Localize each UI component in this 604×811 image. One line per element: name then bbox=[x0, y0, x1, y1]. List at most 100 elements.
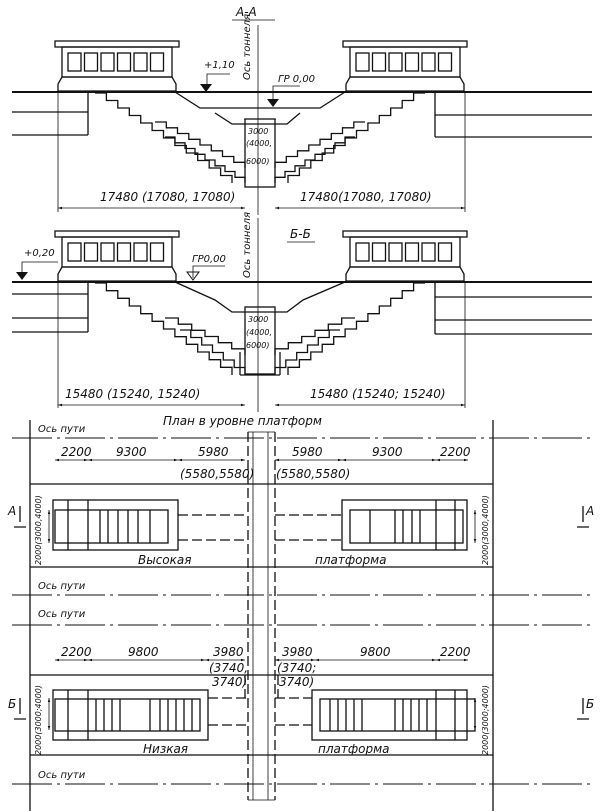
dim-left: 15480 (15240, 15240) bbox=[65, 387, 200, 401]
stair-profile bbox=[95, 282, 233, 375]
plan-frame-lines bbox=[29, 420, 494, 811]
pavilion-right bbox=[342, 230, 468, 282]
elevation-top: +0,20 bbox=[24, 248, 55, 259]
track-bed bbox=[174, 281, 346, 313]
platform-label: Низкая bbox=[143, 742, 188, 756]
pavilion-window bbox=[67, 242, 82, 262]
dim-right: 15480 (15240; 15240) bbox=[310, 387, 446, 401]
track-bed bbox=[174, 91, 346, 125]
pavilion-left bbox=[54, 40, 180, 92]
dim: 3740) bbox=[212, 675, 247, 689]
elevation-rail: ГР0,00 bbox=[192, 254, 226, 265]
shaft-dim-1: 3000 bbox=[248, 315, 268, 324]
section-bb: Б-Б Ось тоннеля 3000 (4000, 6000) +0,20 … bbox=[12, 212, 592, 412]
elevation-rail: ГР 0,00 bbox=[278, 74, 315, 85]
stair-profile bbox=[165, 317, 246, 355]
section-aa-title: А-А bbox=[235, 5, 257, 19]
pavilion-window bbox=[437, 242, 453, 262]
width-dim: 2000(3000;4000) bbox=[34, 685, 43, 755]
section-arrow-icon bbox=[577, 698, 589, 720]
dim: 3980 bbox=[213, 645, 244, 659]
dim: 9300 bbox=[372, 445, 403, 459]
width-dim: 2000(3000,4000) bbox=[481, 495, 490, 565]
stair-profile bbox=[165, 136, 246, 183]
high-platform: 2200 9300 5980 (5580,5580) 5980 (5580,55… bbox=[7, 445, 594, 568]
dim: (5580,5580) bbox=[180, 467, 254, 481]
stair-profile bbox=[180, 329, 246, 375]
stair-block-inner bbox=[54, 509, 169, 544]
stair-block-right bbox=[341, 499, 468, 551]
pavilion-base bbox=[345, 76, 465, 92]
pavilion-window bbox=[388, 242, 403, 262]
shaft bbox=[244, 306, 276, 375]
platform-label: платформа bbox=[315, 553, 386, 567]
dim: 2200 bbox=[440, 645, 471, 659]
dim: 3740) bbox=[279, 675, 314, 689]
elevation-leader bbox=[272, 85, 300, 100]
stair-block-inner bbox=[54, 698, 201, 732]
pavilion-left bbox=[54, 230, 180, 282]
pavilion-base bbox=[57, 76, 177, 92]
pavilion-roof bbox=[54, 230, 180, 238]
stair-profile bbox=[287, 282, 425, 375]
tunnel-axis-label: Ось тоннеля bbox=[242, 14, 253, 80]
width-dim: 2000(3000;4000) bbox=[481, 685, 490, 755]
shaft-dim-1: 3000 bbox=[248, 127, 268, 136]
pavilion-window bbox=[83, 242, 99, 262]
plan: План в уровне платформ Ось пути Ось пути… bbox=[7, 414, 594, 811]
dim: 9800 bbox=[360, 645, 391, 659]
elevation-marker-icon bbox=[16, 272, 28, 280]
stair-profile bbox=[287, 92, 425, 183]
platform-label: Высокая bbox=[138, 553, 191, 567]
stair-block-outline bbox=[52, 499, 179, 551]
stair-block-right bbox=[311, 689, 476, 741]
elevation-marker-icon bbox=[186, 271, 200, 281]
pavilion-window bbox=[421, 52, 436, 72]
stair-block-outline bbox=[52, 689, 209, 741]
dim: 9300 bbox=[116, 445, 147, 459]
pavilion-window bbox=[133, 242, 148, 262]
pavilion-roof bbox=[54, 40, 180, 48]
soil-layers bbox=[12, 282, 592, 335]
track-axis-label: Ось пути bbox=[38, 424, 86, 435]
pavilion-window bbox=[83, 52, 99, 72]
passage bbox=[208, 675, 312, 726]
pavilion-window bbox=[100, 52, 115, 72]
pavilion-window bbox=[67, 52, 82, 72]
section-mark-label: А bbox=[585, 504, 594, 518]
dim: 2200 bbox=[61, 645, 92, 659]
elevation-leader bbox=[21, 261, 58, 278]
extension-lines bbox=[57, 92, 466, 212]
pavilion-base bbox=[345, 266, 465, 282]
elevation-leader bbox=[192, 265, 225, 278]
dim: 2200 bbox=[61, 445, 92, 459]
stair-profile bbox=[155, 121, 246, 168]
dim: 5980 bbox=[292, 445, 323, 459]
soil-layers bbox=[12, 92, 592, 138]
stair-profile bbox=[274, 329, 340, 375]
low-platform: 2200 9800 3980 (3740, 3740) 3980 (3740; … bbox=[8, 645, 594, 756]
track-axis-label: Ось пути bbox=[38, 581, 86, 592]
tunnel-axis-label: Ось тоннеля bbox=[242, 212, 253, 278]
section-arrow-icon bbox=[577, 506, 589, 528]
pavilion-window bbox=[404, 242, 420, 262]
dim: 9800 bbox=[128, 645, 159, 659]
stair-profile bbox=[274, 121, 365, 168]
pavilion-window bbox=[437, 52, 453, 72]
tunnel-walls bbox=[247, 432, 276, 800]
dim-left: 17480 (17080, 17080) bbox=[100, 190, 235, 204]
pavilion-window bbox=[133, 52, 148, 72]
extension-lines bbox=[57, 282, 466, 408]
pavilion-window bbox=[116, 242, 132, 262]
pavilion-window bbox=[100, 242, 115, 262]
stair-profile bbox=[95, 92, 233, 183]
stair-block-outline bbox=[311, 689, 468, 741]
stair-block-left bbox=[52, 499, 179, 551]
pavilion-roof bbox=[342, 230, 468, 238]
section-aa: А-А Ось тоннеля 3000 (4000, 6000) +1,10 … bbox=[12, 5, 592, 215]
section-mark-label: Б bbox=[586, 697, 594, 711]
width-dim: 2000(3000,4000) bbox=[34, 495, 43, 565]
stair-block-inner bbox=[349, 509, 464, 544]
platform-edges bbox=[30, 674, 493, 756]
dim: (3740, bbox=[209, 661, 248, 675]
